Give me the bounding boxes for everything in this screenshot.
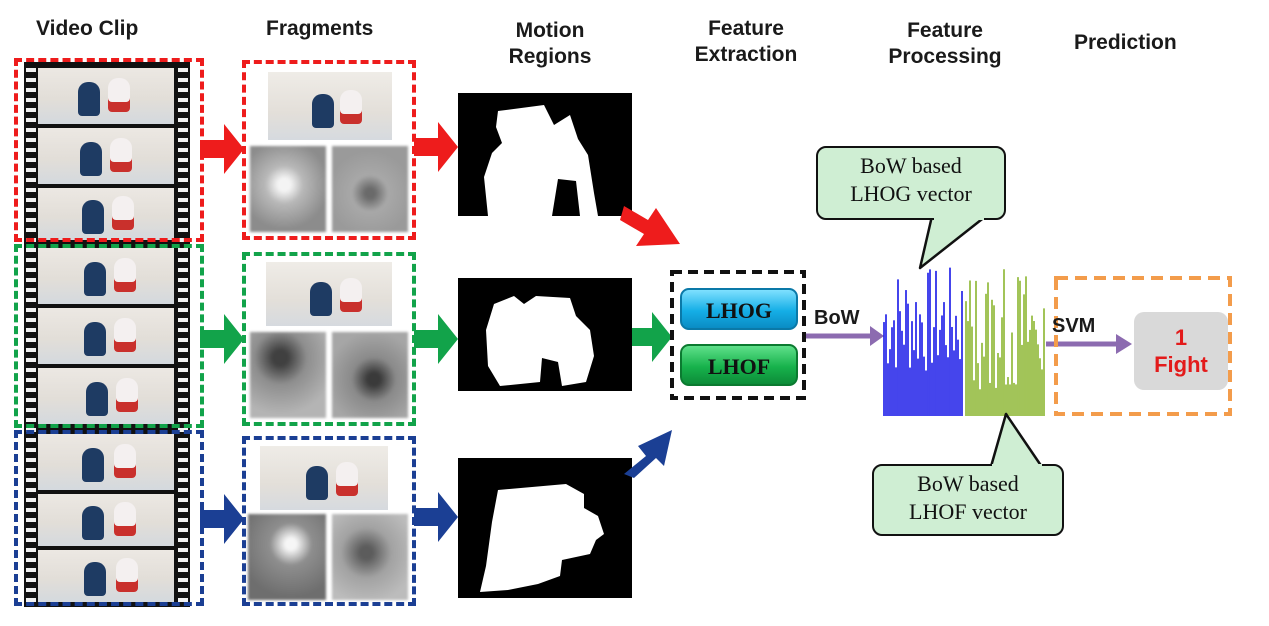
film-perforation-left	[26, 62, 36, 607]
lhof-callout-line-2: LHOF vector	[909, 499, 1027, 524]
optical-flow-thumbnail	[248, 514, 326, 600]
header-fragments: Fragments	[266, 17, 374, 40]
video-frame	[38, 550, 174, 602]
arrow-red-diagonal	[620, 206, 680, 246]
optical-flow-thumbnail	[250, 146, 326, 232]
arrow-red	[414, 122, 458, 172]
motion-region-mask-blue	[458, 458, 632, 598]
arrow-blue	[414, 492, 458, 542]
header-motion-regions: Motion Regions	[508, 19, 592, 69]
header-feature-processing: Feature Processing	[888, 19, 1002, 69]
arrow-green	[200, 314, 244, 364]
lhog-histogram	[883, 267, 963, 416]
video-frame	[38, 248, 174, 304]
film-perforation-right	[178, 62, 188, 607]
video-clip-filmstrip	[24, 62, 190, 607]
arrow-blue	[200, 494, 244, 544]
lhof-feature-block: LHOF	[680, 344, 798, 386]
video-frame	[38, 494, 174, 546]
fragment-frame-thumbnail	[266, 262, 392, 326]
optical-flow-thumbnail	[332, 332, 408, 418]
svm-label: SVM	[1052, 315, 1096, 337]
prediction-value: 1	[1174, 325, 1188, 350]
video-frame	[38, 188, 174, 240]
video-frame	[38, 434, 174, 490]
lhof-vector-callout: BoW based LHOF vector	[872, 464, 1064, 536]
feature-extraction-box	[670, 270, 806, 400]
motion-region-shape	[480, 484, 604, 592]
header-video-clip: Video Clip	[36, 17, 139, 40]
fragment-frame-thumbnail	[268, 72, 392, 140]
svm-arrow-head	[1116, 334, 1132, 354]
lhof-histogram	[965, 269, 1045, 416]
video-frame	[38, 68, 174, 124]
video-frame	[38, 368, 174, 424]
prediction-label: Fight	[1154, 352, 1208, 377]
prediction-result-box: 1 Fight	[1134, 312, 1228, 390]
prediction-box	[1054, 276, 1232, 416]
lhog-callout-line-1: BoW based	[860, 153, 962, 178]
arrow-green	[632, 312, 672, 362]
fragment-frame-thumbnail	[260, 446, 388, 510]
lhog-callout-line-2: LHOG vector	[850, 181, 972, 206]
bow-arrow-head	[870, 326, 884, 346]
optical-flow-thumbnail	[250, 332, 326, 418]
motion-region-shape	[486, 296, 594, 386]
optical-flow-thumbnail	[332, 514, 408, 600]
lhof-callout-line-1: BoW based	[917, 471, 1019, 496]
arrow-blue-diagonal	[624, 430, 672, 478]
bow-label: BoW	[814, 307, 860, 329]
motion-region-mask-green	[458, 278, 632, 391]
arrow-green	[414, 314, 458, 364]
header-prediction: Prediction	[1074, 31, 1177, 54]
arrow-red	[200, 124, 244, 174]
lhog-vector-callout: BoW based LHOG vector	[816, 146, 1006, 220]
optical-flow-thumbnail	[332, 146, 408, 232]
video-frame	[38, 308, 174, 364]
lhog-feature-block: LHOG	[680, 288, 798, 330]
header-feature-extraction: Feature Extraction	[694, 17, 798, 67]
video-frame	[38, 128, 174, 184]
motion-region-mask-red	[458, 93, 632, 216]
motion-region-shape	[484, 105, 598, 216]
